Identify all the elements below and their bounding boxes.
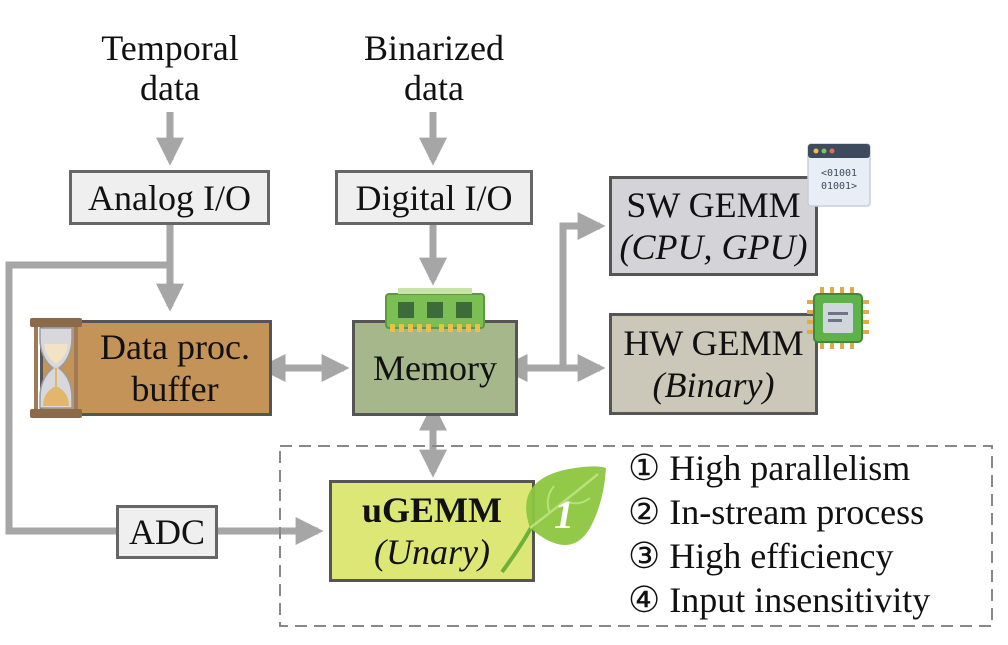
feature-item: ④ Input insensitivity	[628, 580, 931, 620]
digital-io-box: Digital I/O	[335, 170, 533, 225]
feature-item: ③ High efficiency	[628, 536, 894, 576]
svg-text:<01001: <01001	[821, 168, 857, 179]
data-proc-buffer-box: Data proc. buffer	[40, 320, 272, 416]
svg-text:1: 1	[554, 492, 574, 537]
digital-io-label: Digital I/O	[355, 177, 513, 218]
ugemm-subtitle: (Unary)	[374, 532, 490, 572]
hw-gemm-title: HW GEMM	[623, 323, 804, 363]
hw-gemm-subtitle: (Binary)	[652, 365, 775, 405]
temporal-data-line2: data	[140, 68, 200, 108]
temporal-data-line1: Temporal	[101, 28, 239, 68]
buffer-line2: buffer	[131, 369, 219, 409]
sw-gemm-title: SW GEMM	[626, 185, 801, 225]
ugemm-region	[279, 445, 993, 627]
adc-box: ADC	[116, 505, 218, 559]
hourglass-icon	[30, 318, 82, 418]
hw-gemm-box: HW GEMM (Binary)	[609, 313, 818, 415]
ugemm-title: uGEMM	[362, 490, 502, 530]
buffer-line1: Data proc.	[100, 327, 250, 367]
leaf-one-icon: 1	[500, 466, 606, 574]
svg-text:01001>: 01001>	[821, 181, 857, 192]
sw-gemm-box: SW GEMM (CPU, GPU)	[609, 176, 818, 276]
binarized-data-line1: Binarized	[364, 28, 504, 68]
feature-list: ① High parallelism ② In-stream process ③…	[628, 446, 930, 622]
memory-box: Memory	[352, 320, 518, 416]
memory-label: Memory	[373, 348, 497, 388]
sw-gemm-subtitle: (CPU, GPU)	[619, 227, 808, 267]
temporal-data-label: Temporal data	[80, 28, 260, 108]
analog-io-box: Analog I/O	[69, 170, 270, 225]
feature-item: ② In-stream process	[628, 492, 925, 532]
binarized-data-label: Binarized data	[340, 28, 528, 108]
binarized-data-line2: data	[404, 68, 464, 108]
memory-module-icon	[385, 288, 485, 332]
ugemm-box: uGEMM (Unary)	[329, 480, 535, 582]
arrow-memory-sw	[559, 212, 606, 368]
line-analog-bypass	[5, 261, 170, 535]
feature-item: ① High parallelism	[628, 448, 911, 488]
binary-code-window-icon: <01001 01001>	[807, 143, 871, 207]
analog-io-label: Analog I/O	[88, 177, 251, 218]
processor-chip-icon	[807, 287, 869, 349]
adc-label: ADC	[128, 512, 205, 552]
